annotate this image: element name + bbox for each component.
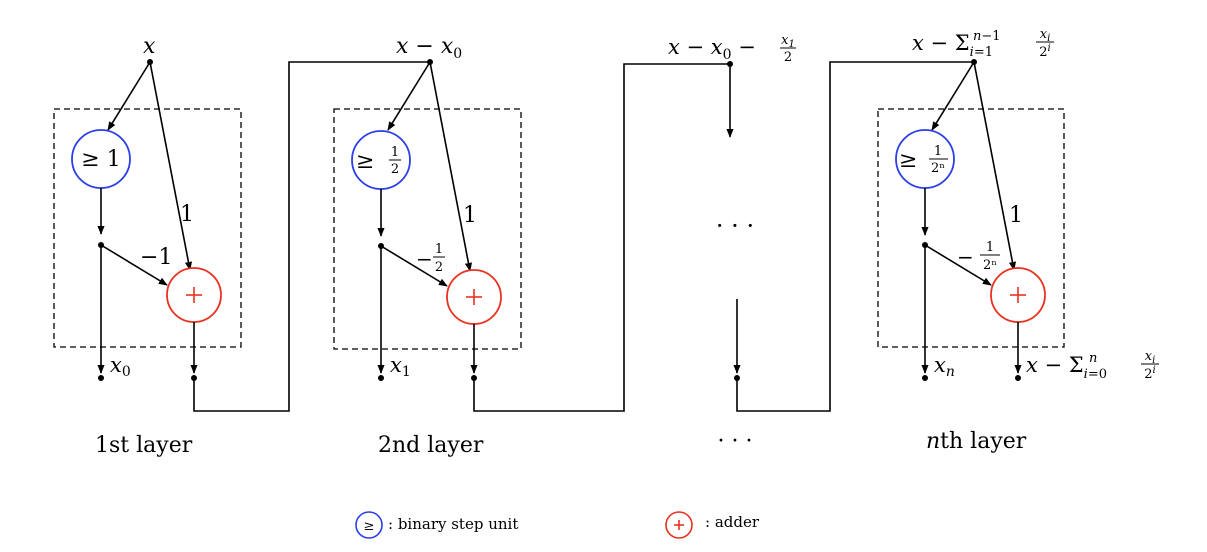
layer-n-input-label: x − Σi=1n−1 <box>912 29 1001 60</box>
middle-layers: x − x0 − x1 2 · · · · · · <box>668 33 796 454</box>
svg-text:2i: 2i <box>1144 365 1155 382</box>
layer-2-edge-to-adder <box>429 61 473 272</box>
layer-2-step-sym: ≥ <box>356 149 374 174</box>
layer-n-caption: nth layer <box>926 429 1027 454</box>
layer-n-edge-to-adder <box>973 61 1017 271</box>
layer-2-weight-in: 1 <box>463 203 477 228</box>
layer-1-weight-in: 1 <box>180 202 194 227</box>
legend: ≥ : binary step unit : adder <box>355 511 760 539</box>
svg-text:2i: 2i <box>1039 43 1050 60</box>
svg-text:xi: xi <box>1145 349 1156 366</box>
layer-2-edge-to-step <box>387 61 431 131</box>
layer-1-step-label: ≥ 1 <box>81 147 120 172</box>
layer-2-step-num: 1 <box>391 145 399 160</box>
svg-text:x1: x1 <box>781 33 795 50</box>
connector-mid-n <box>736 61 974 412</box>
layer-n: x − Σi=1n−1 xi 2i ≥ 1 2ⁿ 1 − 1 2ⁿ xn x −… <box>877 27 1159 454</box>
layer-n-weight-den: 2ⁿ <box>983 258 997 273</box>
layer-2-weight-num: 1 <box>435 242 443 257</box>
layer-n-step-num: 1 <box>934 144 942 159</box>
layer-n-step-den: 2ⁿ <box>931 161 945 176</box>
layer-1-input-label: x <box>143 34 156 59</box>
layer-1-neg-edge <box>100 244 168 286</box>
layer-1-weight-step: −1 <box>140 245 172 270</box>
layer-2-weight-den: 2 <box>435 260 443 275</box>
layer-n-edge-to-step <box>931 61 975 131</box>
layer-2-bit-label: x1 <box>390 353 411 380</box>
layer-2-input-label: x − x0 <box>396 34 462 62</box>
layer-2-neg-edge <box>380 245 448 287</box>
layer-n-box <box>877 108 1065 348</box>
legend-adder-text: : adder <box>705 513 760 531</box>
layer-1: x ≥ 1 1 −1 x0 1st layer <box>53 34 242 458</box>
layer-n-step-sym: ≥ <box>899 148 917 173</box>
layer-2-bit-node <box>378 375 384 381</box>
layer-2-caption: 2nd layer <box>378 433 484 458</box>
layer-n-weight-sign: − <box>957 245 974 269</box>
step-unit-icon-glyph: ≥ <box>364 519 375 534</box>
connector-1-2 <box>193 61 430 412</box>
layer-2-box <box>333 108 522 350</box>
layer-2-weight-sign: − <box>416 247 433 271</box>
layer-n-neg-edge <box>924 244 992 286</box>
layer-n-residual-node <box>1015 375 1021 381</box>
layer-1-box <box>53 108 242 348</box>
connector-2-mid <box>473 63 730 412</box>
middle-input-label: x − x0 − <box>668 35 756 63</box>
legend-step-text: : binary step unit <box>388 515 518 533</box>
layer-2-step-den: 2 <box>391 162 399 177</box>
layer-n-bit-label: xn <box>934 353 955 380</box>
final-output-label: x − Σi=0n <box>1026 351 1107 382</box>
layer-n-weight-num: 1 <box>986 240 994 255</box>
svg-text:2: 2 <box>784 50 792 65</box>
layer-2: x − x0 ≥ 1 2 1 − 1 2 x1 2nd layer <box>333 34 522 458</box>
layer-n-weight-in: 1 <box>1009 203 1023 228</box>
step-unit-icon <box>355 511 383 539</box>
layer-1-caption: 1st layer <box>95 433 193 458</box>
layer-n-bit-node <box>922 375 928 381</box>
layer-1-edge-to-step <box>107 61 151 131</box>
middle-caption: · · · <box>718 429 753 454</box>
middle-ellipsis: · · · <box>716 212 754 240</box>
layer-1-bit-node <box>98 375 104 381</box>
layer-1-bit-label: x0 <box>110 353 131 380</box>
svg-text:xi: xi <box>1040 27 1051 44</box>
layer-1-edge-to-adder <box>149 61 193 271</box>
